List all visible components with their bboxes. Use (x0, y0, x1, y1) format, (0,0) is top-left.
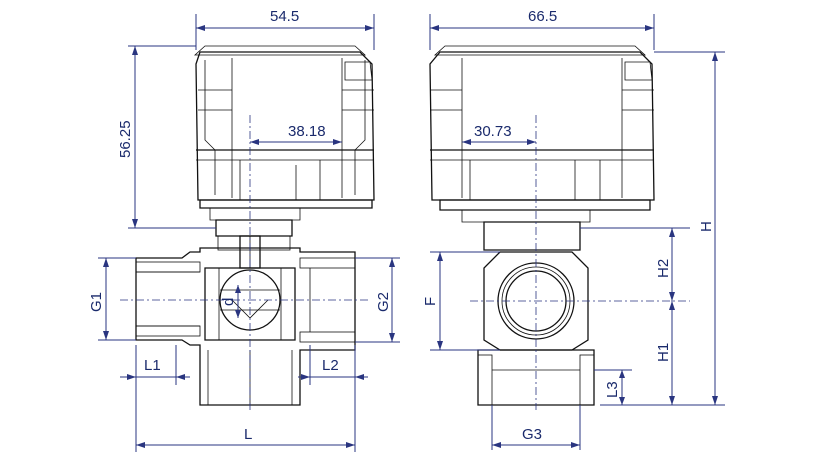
dim-front-top-width-label: 54.5 (270, 8, 299, 25)
dim-left-thread-label: G1 (88, 292, 105, 312)
side-view (429, 45, 690, 410)
dim-front-offset-label: 38.18 (288, 123, 326, 140)
dim-actuator-height: 56.25 (117, 45, 216, 229)
dim-center-height-label: H1 (655, 343, 672, 362)
dim-front-offset: 38.18 (250, 123, 342, 145)
dim-overall-height: H (600, 51, 725, 406)
dim-flat: F (422, 251, 500, 351)
dim-right-thread: G2 (355, 257, 400, 343)
dim-side-offset: 30.73 (462, 123, 536, 145)
dim-overall-length: L (135, 345, 356, 452)
dim-right-thread-length: L2 (298, 345, 368, 385)
dim-left-thread: G1 (88, 257, 136, 341)
front-valve-body (135, 235, 356, 406)
dim-ball-bore: d (220, 285, 241, 318)
dim-right-thread-label: G2 (375, 292, 392, 312)
front-actuator-housing (193, 45, 375, 201)
dim-front-top-width: 54.5 (195, 8, 375, 50)
dim-bottom-thread-label: G3 (522, 426, 542, 443)
dim-bottom-thread-length-label: L3 (604, 381, 621, 398)
side-coupling-bracket (439, 199, 651, 251)
dim-center-height: H1 (655, 301, 675, 405)
dim-right-thread-length-label: L2 (322, 357, 339, 374)
dim-bottom-thread: G3 (491, 405, 581, 450)
dim-bottom-thread-length: L3 (594, 369, 632, 405)
dim-side-offset-label: 30.73 (474, 123, 512, 140)
dim-left-thread-length-label: L1 (144, 357, 161, 374)
dim-left-thread-length: L1 (120, 345, 190, 385)
dim-stem-height: H2 (580, 227, 690, 301)
dim-flat-label: F (422, 297, 439, 306)
dim-actuator-height-label: 56.25 (117, 120, 134, 158)
side-actuator-housing (429, 45, 655, 201)
dim-overall-length-label: L (244, 426, 252, 443)
front-view (120, 45, 375, 410)
dim-side-top-width-label: 66.5 (528, 8, 557, 25)
dim-overall-height-label: H (698, 221, 715, 232)
dim-side-top-width: 66.5 (429, 8, 655, 50)
dim-stem-height-label: H2 (655, 259, 672, 278)
dim-ball-bore-label: d (220, 298, 237, 306)
front-coupling-bracket (199, 199, 373, 251)
